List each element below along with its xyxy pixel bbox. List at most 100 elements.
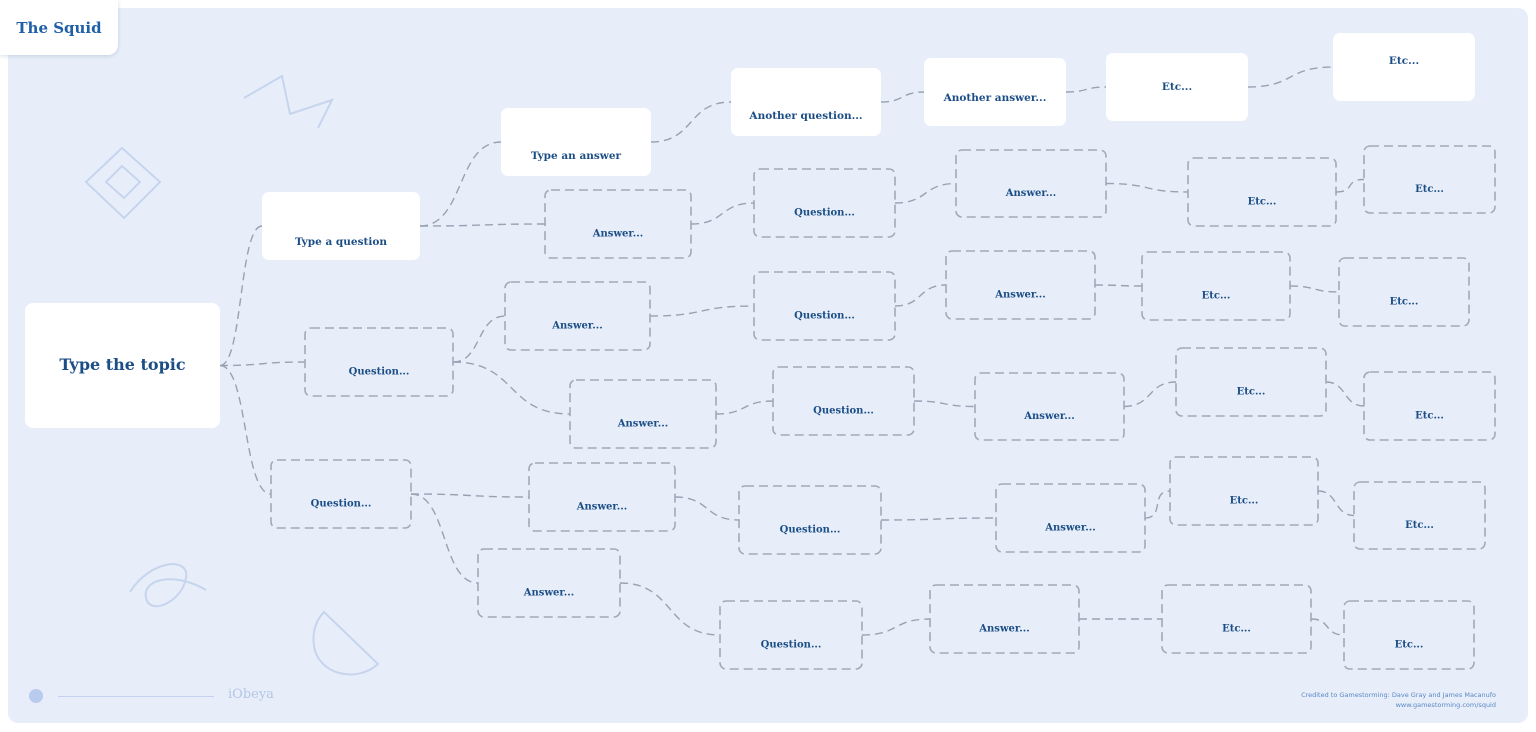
node-card-e1a[interactable]: Etc... [1106,53,1248,121]
node-label: Answer... [617,419,668,430]
node-label: Another answer... [943,92,1047,104]
node-label: Answer... [592,229,643,240]
node-box [1333,33,1475,101]
zigzag-doodle [243,74,334,129]
node-card-q1b[interactable]: Another question... [731,68,881,136]
node-label: Etc... [1415,411,1444,422]
connector-a5-q5b [674,496,740,521]
connector-a2-q2b [690,202,755,225]
node-card-a3[interactable]: Answer... [504,281,651,351]
node-box [477,548,621,618]
node-card-a1[interactable]: Type an answer [501,108,651,176]
node-card-e2b[interactable]: Etc... [1363,145,1496,214]
node-box [1343,600,1475,670]
node-card-e1b[interactable]: Etc... [1333,33,1475,101]
node-box [1363,145,1496,214]
node-card-e6a[interactable]: Etc... [1161,584,1312,654]
node-label: Answer... [576,502,627,513]
node-label: Etc... [1222,624,1251,635]
node-box [753,271,896,341]
node-box [569,379,717,449]
connector-a3-q3b [649,305,755,317]
node-label: Question... [761,640,822,651]
node-card-e2a[interactable]: Etc... [1187,157,1337,227]
connector-e4a-e4b [1325,381,1365,407]
node-label: Another question... [748,110,862,122]
node-box [731,68,881,136]
connector-q1b-a1b [880,91,925,103]
node-box [1169,456,1319,526]
node-card-a4[interactable]: Answer... [569,379,717,449]
node-card-q3[interactable]: Question... [304,327,454,397]
node-card-e5b[interactable]: Etc... [1353,481,1486,550]
node-card-a6[interactable]: Answer... [477,548,621,618]
topic-card[interactable]: Type the topic [25,303,220,428]
node-card-a1b[interactable]: Another answer... [924,58,1066,126]
node-card-a2[interactable]: Answer... [544,189,692,259]
node-box [544,189,692,259]
node-box [1141,251,1291,321]
board-dot-icon [29,689,43,703]
node-box [1353,481,1486,550]
connector-e1a-e1b [1247,66,1334,88]
node-label: Answer... [1044,523,1095,534]
connector-q2b-a2b [894,182,957,204]
node-box [1161,584,1312,654]
node-card-q3b[interactable]: Question... [753,271,896,341]
connector-lines [219,66,1365,636]
node-card-q6b[interactable]: Question... [719,600,863,670]
node-label: Question... [349,367,410,378]
node-box [270,459,412,529]
node-card-e3b[interactable]: Etc... [1338,257,1470,327]
nested-diamond-doodle [84,146,162,220]
node-label: Etc... [1395,640,1424,651]
connector-e3a-e3b [1289,285,1340,293]
node-card-a5b[interactable]: Answer... [995,483,1146,553]
connector-a6-q6b [619,582,721,636]
loop-doodle [129,563,207,608]
connector-a4b-e4a [1123,381,1177,408]
node-label: Type an answer [531,150,622,162]
node-label: Answer... [994,290,1045,301]
node-box [262,192,420,260]
connector-a4-q4b [715,400,774,415]
node-card-a5[interactable]: Answer... [528,462,676,532]
node-box [753,168,896,238]
connector-q3-a3 [452,315,506,363]
node-box [974,372,1125,441]
node-card-q5[interactable]: Question... [270,459,412,529]
node-card-e3a[interactable]: Etc... [1141,251,1291,321]
node-box [504,281,651,351]
node-card-a2b[interactable]: Answer... [955,149,1107,218]
credits-line-1: Credited to Gamestorming: Dave Gray and … [1301,691,1496,699]
connector-q6b-a6b [861,618,931,636]
connector-a2b-e2a [1105,182,1189,193]
connector-a1b-e1a [1065,86,1107,93]
node-box [924,58,1066,126]
connector-topic-q3 [219,361,306,367]
connector-e6a-e6b [1310,618,1345,636]
connector-a3b-e3a [1094,284,1143,287]
node-card-q4b[interactable]: Question... [772,366,915,436]
node-card-a6b[interactable]: Answer... [929,584,1080,654]
connector-q3b-a3b [894,284,947,307]
node-label: Question... [794,208,855,219]
node-card-e4a[interactable]: Etc... [1175,347,1327,417]
node-label: Question... [311,499,372,510]
node-card-e4b[interactable]: Etc... [1363,371,1496,441]
node-label: Answer... [1005,188,1056,199]
node-label: Etc... [1162,81,1192,93]
node-label: Answer... [978,624,1029,635]
node-label: Question... [813,406,874,417]
node-box [25,303,220,428]
node-card-e5a[interactable]: Etc... [1169,456,1319,526]
node-card-q2b[interactable]: Question... [753,168,896,238]
node-card-e6b[interactable]: Etc... [1343,600,1475,670]
node-card-q5b[interactable]: Question... [738,485,882,555]
connector-a5b-e5a [1144,490,1171,519]
diagram-nodes: Type the topic Type a question Type an ans… [25,33,1496,670]
node-card-a4b[interactable]: Answer... [974,372,1125,441]
node-card-a3b[interactable]: Answer... [945,250,1096,320]
node-card-q1[interactable]: Type a question [262,192,420,260]
node-label: Answer... [523,588,574,599]
